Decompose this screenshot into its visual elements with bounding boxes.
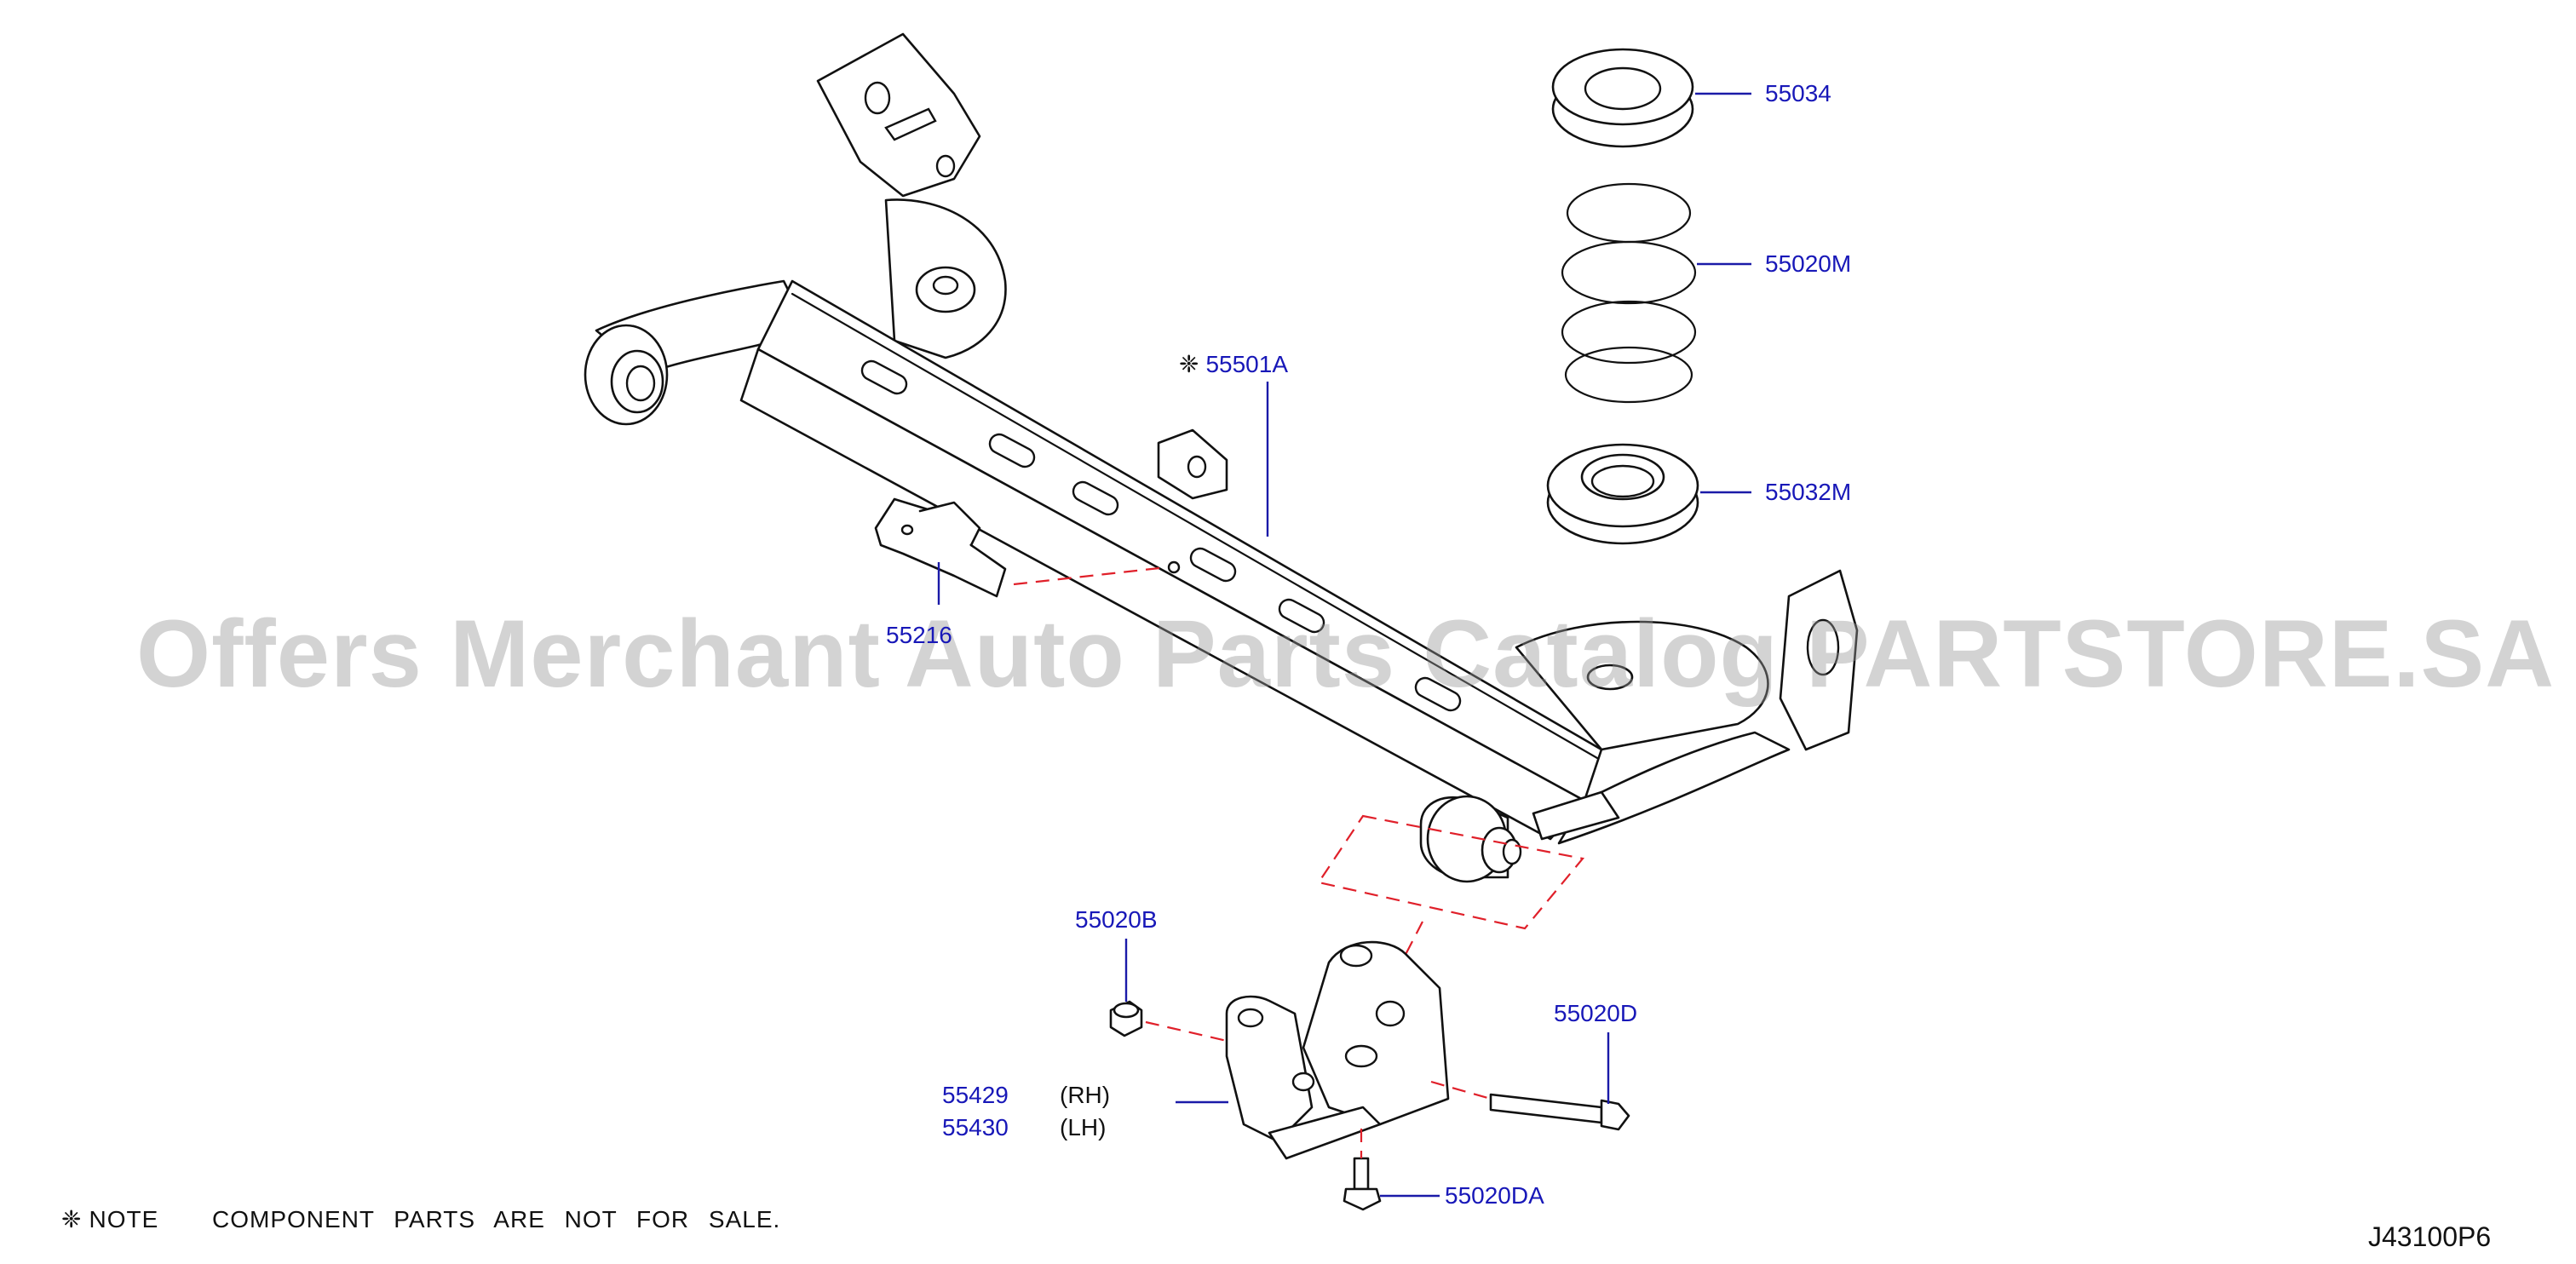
bushing-dashed-outline <box>1317 814 1585 930</box>
bracket-right-plate <box>1302 940 1450 1126</box>
watermark-text: Offers Merchant Auto Parts Catalog PARTS… <box>136 600 2556 707</box>
beam-edge-line <box>791 292 1599 760</box>
lower-spring-seat <box>1546 443 1699 545</box>
note-label: NOTE <box>89 1206 159 1232</box>
nut-top <box>1113 1002 1140 1019</box>
right-bushing <box>1419 795 1522 883</box>
bolt-part <box>1489 1093 1630 1131</box>
coil-3 <box>1561 300 1697 365</box>
bolt-head <box>1600 1099 1630 1131</box>
beam-slot-3 <box>1072 480 1119 516</box>
coil-4 <box>1564 346 1693 404</box>
nut-guide <box>1145 1020 1228 1043</box>
callout-55216[interactable]: 55216 <box>886 622 952 648</box>
right-arm-connector <box>1532 790 1620 841</box>
left-mount-hole-top <box>864 81 891 115</box>
beam-slot-4 <box>1189 547 1237 583</box>
beam-slot-2 <box>988 433 1036 468</box>
bracket-small-hole <box>900 524 914 536</box>
upper-seat-hole <box>1584 66 1662 111</box>
lower-bolt-part <box>1343 1157 1382 1211</box>
coil-1 <box>1566 182 1692 244</box>
drawing-code: J43100P6 <box>2368 1221 2492 1252</box>
bracket-side-hole <box>1291 1072 1315 1092</box>
callout-55020D[interactable]: 55020D <box>1554 1000 1638 1026</box>
mounting-bracket <box>1225 940 1450 1160</box>
bracket-top-hole <box>1339 944 1373 968</box>
callout-55020DA[interactable]: 55020DA <box>1445 1182 1544 1209</box>
left-mount-slot <box>884 107 937 141</box>
footer-note: ❈NOTE COMPONENT PARTS ARE NOT FOR SALE. <box>61 1208 780 1232</box>
callout-55501A-number: 55501A <box>1205 351 1289 377</box>
beam-slot-5 <box>1278 598 1325 634</box>
lower-bolt-shank <box>1353 1157 1370 1191</box>
beam-slot-6 <box>1414 676 1462 712</box>
right-mount-hole <box>1806 618 1840 676</box>
beam-mount-point <box>1167 560 1181 574</box>
coil-spring <box>1561 182 1697 404</box>
callout-55032M[interactable]: 55032M <box>1765 479 1852 505</box>
callout-55020B[interactable]: 55020B <box>1075 906 1158 933</box>
right-spring-seat <box>1586 664 1634 691</box>
callout-55034[interactable]: 55034 <box>1765 80 1831 106</box>
bracket-low-hole <box>1344 1044 1378 1068</box>
bracket-base <box>1268 1106 1382 1160</box>
bracket-mid-hole <box>1375 1000 1406 1027</box>
lower-seat-hole <box>1590 464 1655 498</box>
bolt-guide <box>1430 1080 1492 1100</box>
bracket-small-top <box>918 501 981 547</box>
beam-front-face <box>739 348 1586 841</box>
note-symbol-icon: ❈ <box>61 1206 83 1232</box>
lower-bolt-head <box>1343 1187 1382 1211</box>
upper-spring-seat <box>1551 48 1694 148</box>
beam-slot-1 <box>860 359 908 395</box>
side-rh-label: (RH) <box>1060 1082 1111 1108</box>
side-lh-label: (LH) <box>1060 1114 1107 1140</box>
note-text: COMPONENT PARTS ARE NOT FOR SALE. <box>212 1206 781 1232</box>
left-shock-mount <box>816 32 981 198</box>
callout-55429[interactable]: 55429 <box>942 1082 1009 1108</box>
bracket-small-part <box>874 497 1007 598</box>
right-spring-seat-housing <box>1515 620 1769 751</box>
callout-55430[interactable]: 55430 <box>942 1114 1009 1140</box>
callout-55501A[interactable]: ❈55501A <box>1179 353 1288 376</box>
not-for-sale-icon: ❈ <box>1179 351 1199 377</box>
rear-axle-beam <box>584 32 1859 845</box>
left-bushing-hole <box>625 365 656 402</box>
nut-part <box>1109 1000 1143 1037</box>
left-spring-seat-hole <box>932 275 959 296</box>
bracket-small-guide <box>1013 566 1168 586</box>
center-bracket-hole <box>1187 455 1207 479</box>
bolt-shank <box>1489 1093 1603 1124</box>
callout-55020M[interactable]: 55020M <box>1765 250 1852 277</box>
coil-2 <box>1561 240 1697 305</box>
left-mount-hole-small <box>935 154 956 178</box>
bracket-left-hole <box>1237 1008 1264 1028</box>
